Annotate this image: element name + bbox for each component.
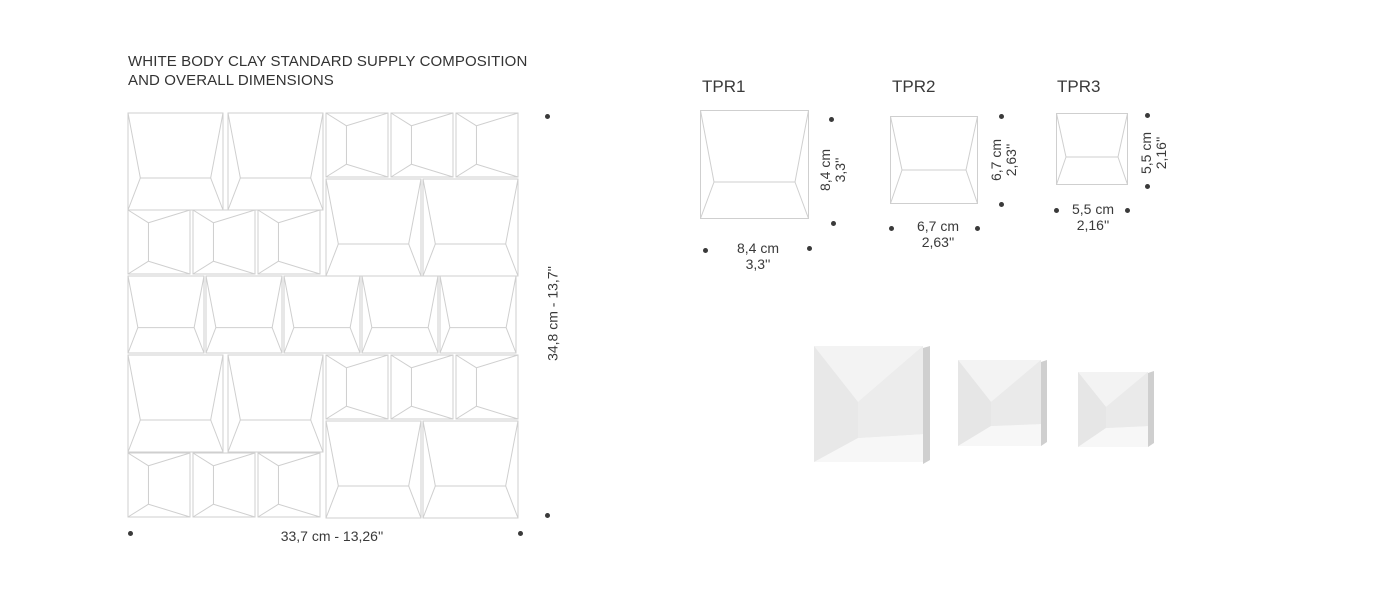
composition-tile — [390, 354, 454, 420]
tpr3-dot-mid-right — [1145, 184, 1150, 189]
tpr2-drawing — [890, 116, 978, 204]
tpr3-height-in: 2,16'' — [1153, 136, 1169, 170]
tpr2-dot-top-right — [999, 114, 1004, 119]
tpr3-dot-bottom-left — [1054, 208, 1059, 213]
tpr1-dot-top-right — [829, 117, 834, 122]
comp-corner-dot-bottom-right-2 — [518, 531, 523, 536]
composition-tile — [257, 209, 321, 275]
tpr3-dot-bottom-right — [1125, 208, 1130, 213]
comp-corner-dot-top-right — [545, 114, 550, 119]
composition-tile — [325, 420, 422, 519]
composition-tile — [325, 178, 422, 277]
composition-tile — [192, 209, 256, 275]
tpr1-height-in: 3,3'' — [832, 157, 848, 183]
composition-tile — [192, 452, 256, 518]
composition-height-label: 34,8 cm - 13,7'' — [544, 266, 561, 361]
tpr3-dot-top-right — [1145, 113, 1150, 118]
comp-corner-dot-bottom-left — [128, 531, 133, 536]
composition-tile — [127, 275, 205, 354]
composition-tile — [283, 275, 361, 354]
title-line-1: WHITE BODY CLAY STANDARD SUPPLY COMPOSIT… — [128, 53, 528, 70]
composition-tile — [422, 178, 519, 277]
tpr1-height-label: 8,4 cm 3,3'' — [817, 130, 848, 210]
tpr2-width-cm: 6,7 cm — [916, 218, 959, 234]
composition-tile — [455, 354, 519, 420]
tpr2-width-label: 6,7 cm 2,63'' — [898, 218, 978, 250]
composition-tile — [127, 354, 224, 453]
composition-tile — [227, 112, 324, 211]
composition-tile — [205, 275, 283, 354]
tpr2-height-in: 2,63'' — [1003, 143, 1019, 177]
tpr1-dot-bottom-right — [807, 246, 812, 251]
tpr2-dot-bottom-right — [975, 226, 980, 231]
tpr2-width-in: 2,63'' — [921, 234, 955, 250]
tpr3-width-label: 5,5 cm 2,16'' — [1053, 201, 1133, 233]
tpr3-height-cm: 5,5 cm — [1138, 132, 1154, 175]
tile-render-small — [1078, 371, 1154, 447]
tpr1-drawing — [700, 110, 809, 219]
composition-tile — [325, 354, 389, 420]
tpr3-width-in: 2,16'' — [1076, 217, 1110, 233]
comp-corner-dot-bottom-right — [545, 513, 550, 518]
tpr1-dot-bottom-left — [703, 248, 708, 253]
tpr3-height-label: 5,5 cm 2,16'' — [1138, 113, 1169, 193]
composition-tile — [390, 112, 454, 178]
tile-label-tpr3: TPR3 — [1057, 77, 1101, 96]
page-title: WHITE BODY CLAY STANDARD SUPPLY COMPOSIT… — [128, 52, 527, 90]
composition-width-label: 33,7 cm - 13,26'' — [280, 528, 384, 544]
tpr1-width-in: 3,3'' — [745, 256, 771, 272]
composition-tile — [455, 112, 519, 178]
tpr1-dot-mid-right — [831, 221, 836, 226]
tpr1-width-cm: 8,4 cm — [736, 240, 779, 256]
tpr2-dot-mid-right — [999, 202, 1004, 207]
composition-tile — [127, 112, 224, 211]
composition-tile — [422, 420, 519, 519]
tpr2-height-label: 6,7 cm 2,63'' — [988, 120, 1019, 200]
tpr2-height-cm: 6,7 cm — [988, 139, 1004, 182]
title-line-2: AND OVERALL DIMENSIONS — [128, 72, 334, 89]
tile-label-tpr2: TPR2 — [892, 77, 936, 96]
composition-tile — [361, 275, 439, 354]
tile-label-tpr1: TPR1 — [702, 77, 746, 96]
tpr3-drawing — [1056, 113, 1128, 185]
composition-tile — [257, 452, 321, 518]
tpr1-width-label: 8,4 cm 3,3'' — [718, 240, 798, 272]
composition-drawing — [127, 112, 519, 519]
composition-tile — [439, 275, 517, 354]
tpr1-height-cm: 8,4 cm — [817, 149, 833, 192]
composition-tile — [127, 452, 191, 518]
tile-render-medium — [958, 360, 1047, 446]
tpr2-dot-bottom-left — [889, 226, 894, 231]
tpr3-width-cm: 5,5 cm — [1071, 201, 1114, 217]
composition-tile — [127, 209, 191, 275]
tile-render-large — [814, 346, 930, 464]
composition-tile — [325, 112, 389, 178]
composition-tile — [227, 354, 324, 453]
